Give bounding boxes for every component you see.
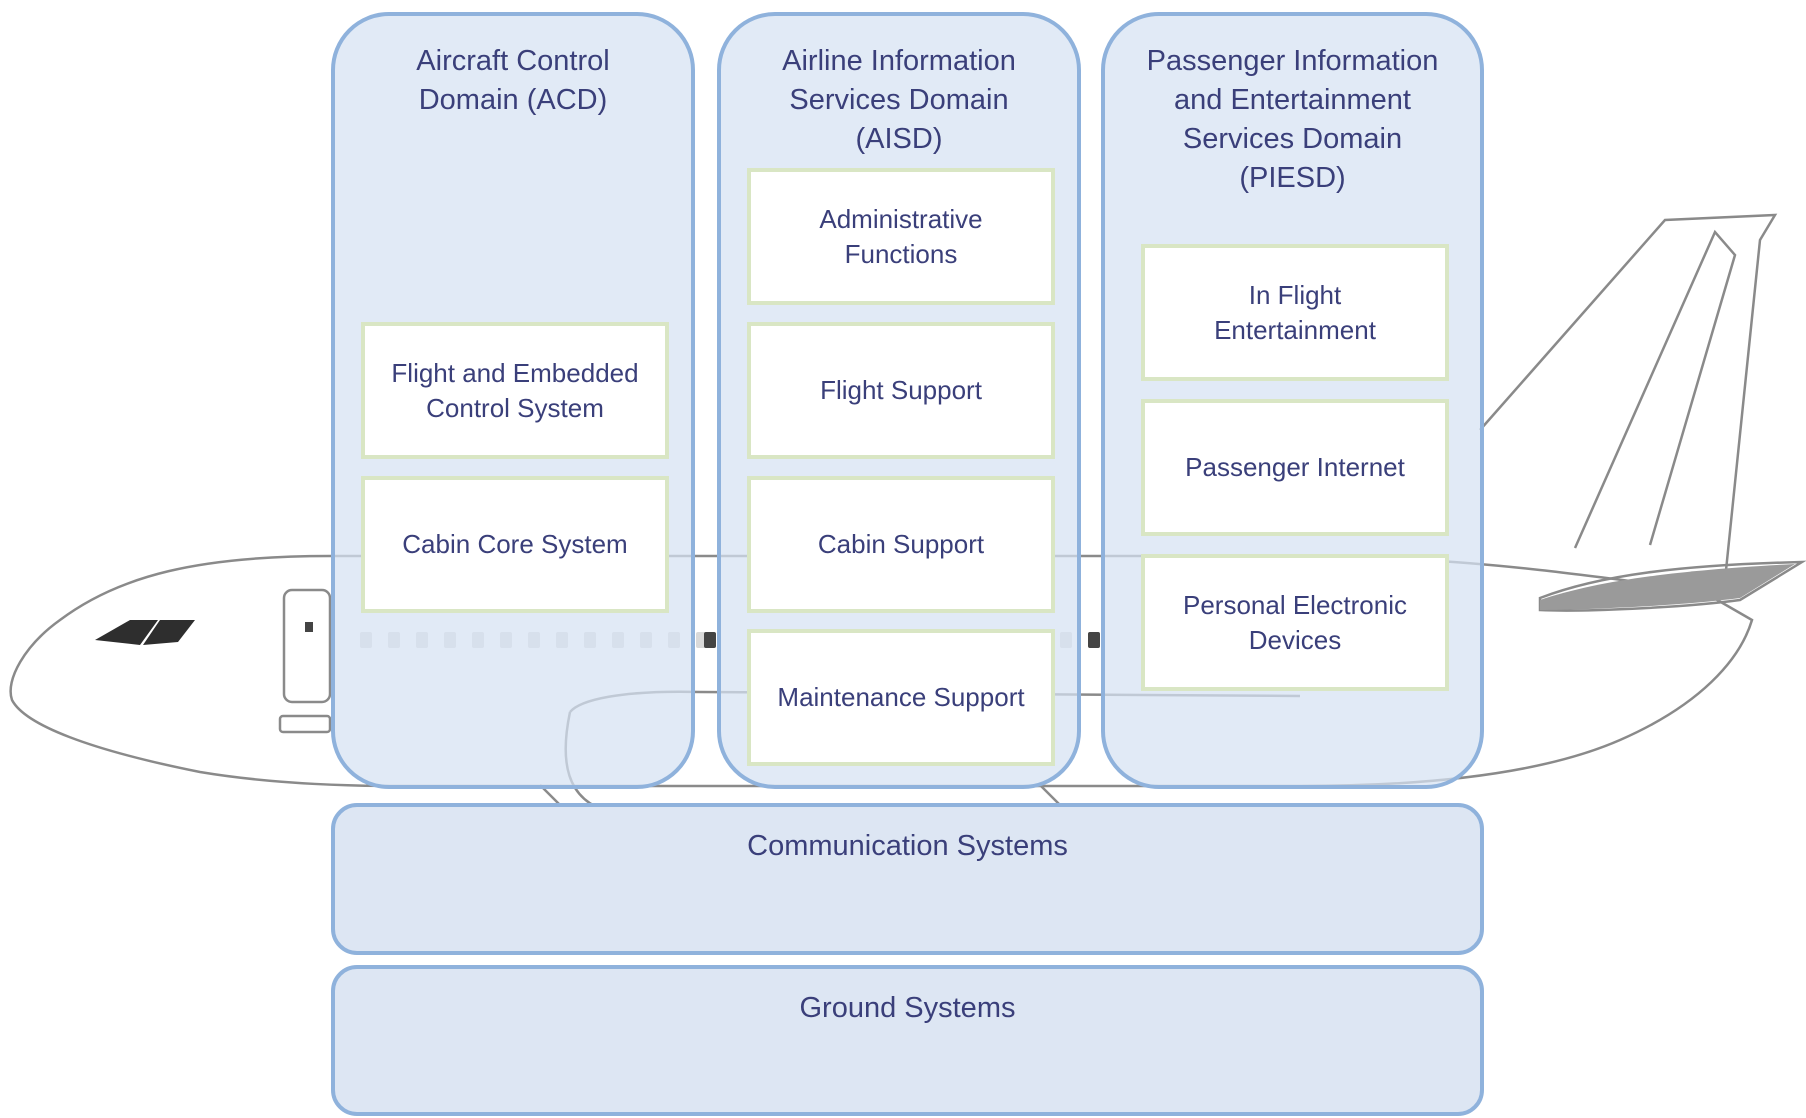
function-maintenance-support: Maintenance Support [747, 629, 1055, 766]
function-in-flight-entertainment: In Flight Entertainment [1141, 244, 1449, 381]
function-flight-embedded-control: Flight and Embedded Control System [361, 322, 669, 459]
function-personal-electronic-devices: Personal Electronic Devices [1141, 554, 1449, 691]
passenger-information-entertainment-domain: Passenger Information and Entertainment … [1101, 12, 1484, 789]
communication-systems-band: Communication Systems [331, 803, 1484, 955]
function-cabin-core-system: Cabin Core System [361, 476, 669, 613]
aircraft-control-domain: Aircraft Control Domain (ACD) Flight and… [331, 12, 695, 789]
domain-title-piesd: Passenger Information and Entertainment … [1146, 45, 1439, 194]
ground-systems-label: Ground Systems [799, 992, 1016, 1024]
communication-systems-label: Communication Systems [747, 830, 1068, 862]
function-administrative: Administrative Functions [747, 168, 1055, 305]
domain-title-aisd: Airline Information Services Domain (AIS… [782, 45, 1016, 155]
airline-information-services-domain: Airline Information Services Domain (AIS… [717, 12, 1081, 789]
function-cabin-support: Cabin Support [747, 476, 1055, 613]
ground-systems-band: Ground Systems [331, 965, 1484, 1116]
domain-title-acd: Aircraft Control Domain (ACD) [416, 45, 610, 116]
function-passenger-internet: Passenger Internet [1141, 399, 1449, 536]
function-flight-support: Flight Support [747, 322, 1055, 459]
